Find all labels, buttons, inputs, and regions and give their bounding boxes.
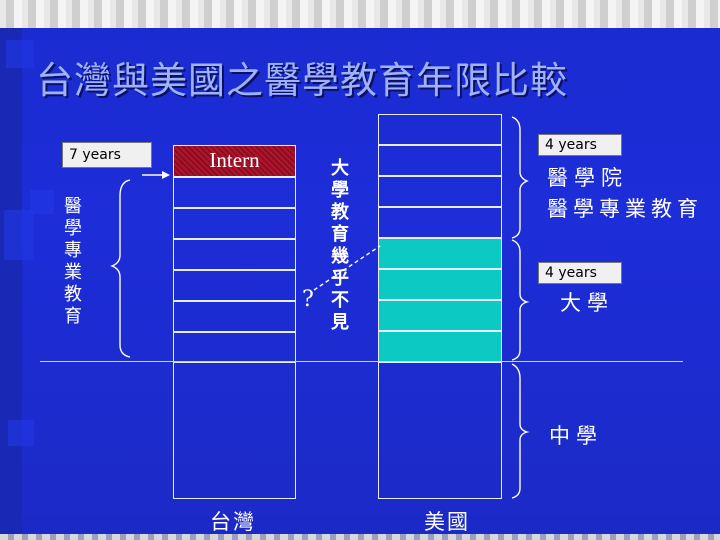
middle-note-text: 大學教育幾乎不見 xyxy=(331,158,349,333)
college-bracket xyxy=(511,239,530,361)
intern-arrow-head xyxy=(162,171,170,179)
taiwan-year-cell xyxy=(173,270,296,301)
high-school-divider-line xyxy=(40,361,683,362)
high-school-bracket xyxy=(511,363,530,499)
taiwan-bracket xyxy=(110,179,131,358)
intern-cell: Intern xyxy=(173,145,296,177)
taiwan-year-cell xyxy=(173,239,296,270)
us-year-cell xyxy=(378,114,502,145)
med-school-bracket xyxy=(511,116,529,239)
question-mark: ? xyxy=(302,287,314,312)
intern-label: Intern xyxy=(209,148,260,172)
bottom-decoration-bar xyxy=(0,534,720,540)
us-year-cell xyxy=(378,145,502,176)
us-year-cell xyxy=(378,176,502,207)
us-level-college: 大學 xyxy=(560,291,614,315)
left-decoration xyxy=(0,0,22,540)
slide-title: 台灣與美國之醫學教育年限比較 xyxy=(36,59,568,102)
taiwan-high-school-block xyxy=(173,362,296,499)
taiwan-year-cell xyxy=(173,208,296,239)
question-pointer xyxy=(313,245,381,291)
us-college-cell xyxy=(378,300,502,331)
us-level-med-professional: 醫學專業教育 xyxy=(547,197,703,221)
us-year-cell xyxy=(378,207,502,238)
corner-decoration xyxy=(0,0,60,540)
us-med-years-tag: 4 years xyxy=(538,134,622,156)
seven-years-tag: 7 years xyxy=(62,142,152,168)
us-college-cell xyxy=(378,238,502,269)
taiwan-year-cell xyxy=(173,177,296,208)
us-level-high-school: 中學 xyxy=(549,424,603,448)
taiwan-column-label: 台灣 xyxy=(210,510,256,534)
us-high-school-block xyxy=(378,362,502,499)
usa-column-label: 美國 xyxy=(424,510,470,534)
us-college-cell xyxy=(378,269,502,300)
us-college-cell xyxy=(378,331,502,362)
taiwan-side-label: 醫學專業教育 xyxy=(64,196,82,327)
us-college-years-tag: 4 years xyxy=(538,262,622,284)
us-level-med-school: 醫學院 xyxy=(547,166,628,190)
top-decoration-bar xyxy=(0,0,720,28)
taiwan-year-cell xyxy=(173,301,296,332)
